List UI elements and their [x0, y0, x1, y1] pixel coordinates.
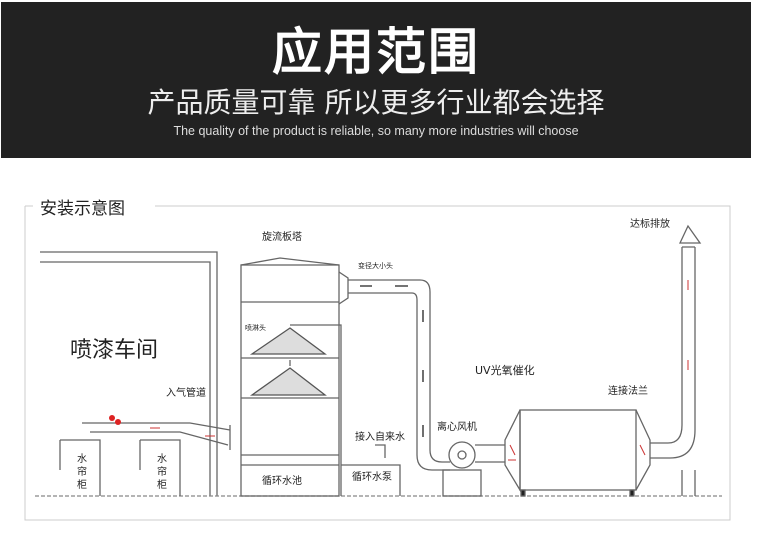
workshop-wall — [40, 251, 218, 496]
scrubber-tower — [240, 257, 342, 497]
label-tower: 旋流板塔 — [262, 230, 302, 243]
diagram-heading: 安装示意图 — [40, 199, 125, 219]
label-water-curtain-1: 水 帘柜 — [77, 453, 90, 491]
red-marker — [109, 415, 115, 421]
label-tap-water: 接入自来水 — [355, 430, 405, 443]
label-uv: UV光氧催化 — [475, 363, 535, 377]
label-spray-head: 喷淋头 — [245, 323, 266, 332]
label-discharge: 达标排放 — [630, 217, 670, 230]
header-banner: 应用范围 产品质量可靠 所以更多行业都会选择 The quality of th… — [1, 2, 751, 158]
label-inlet-duct: 入气管道 — [166, 386, 206, 399]
label-flange: 连接法兰 — [608, 384, 648, 397]
flow-arrows — [150, 280, 689, 461]
label-water-curtain-2: 水 帘柜 — [157, 453, 170, 491]
outlet-duct — [338, 271, 450, 471]
label-fan: 离心风机 — [437, 420, 477, 433]
pump-housing — [341, 464, 401, 496]
diagram-frame — [24, 205, 731, 521]
label-circulation-pool: 循环水池 — [262, 474, 302, 487]
tap-water-pipe — [375, 444, 386, 458]
centrifugal-fan — [442, 441, 505, 497]
label-circulation-pump: 循环水泵 — [352, 470, 392, 483]
label-workshop: 喷漆车间 — [70, 338, 158, 363]
page-subtitle-english: The quality of the product is reliable, … — [173, 124, 579, 138]
duct-arrows — [360, 285, 424, 437]
exhaust-stack — [650, 224, 702, 496]
red-marker — [115, 419, 121, 425]
label-reducer: 变径大小头 — [358, 261, 393, 270]
water-curtain-cabinets — [59, 439, 181, 496]
page-subtitle: 产品质量可靠 所以更多行业都会选择 — [147, 86, 605, 119]
uv-photocatalysis-unit — [504, 409, 651, 497]
page-title: 应用范围 — [272, 23, 480, 81]
